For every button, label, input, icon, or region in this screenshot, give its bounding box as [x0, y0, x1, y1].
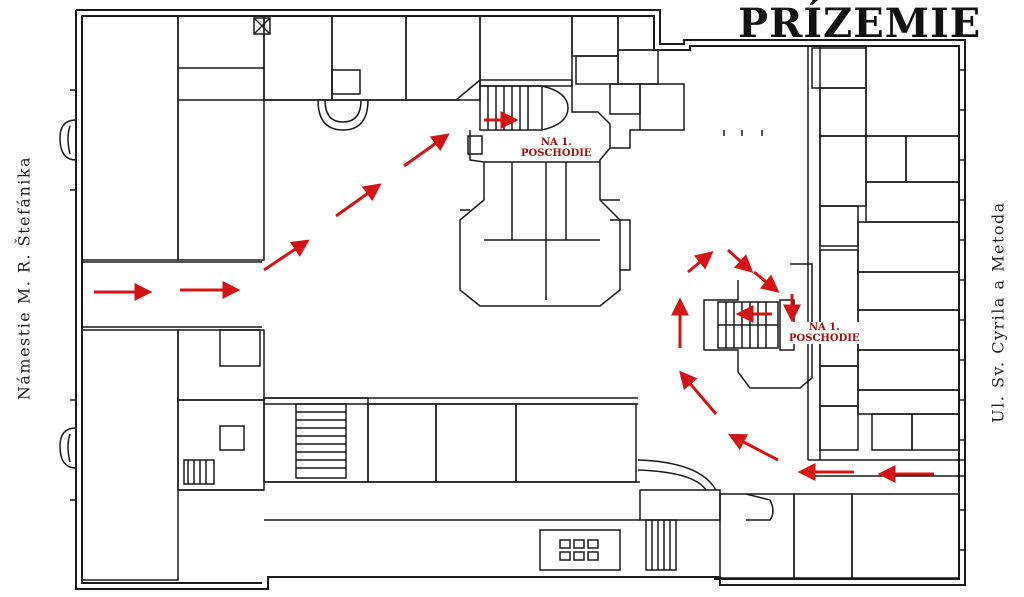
route-arrows	[94, 111, 934, 483]
stair-label-b: NA 1. POSCHODIE	[788, 322, 861, 344]
bottom-wing	[263, 397, 717, 571]
street-label-right: Ul. Sv. Cyrila a Metoda	[988, 201, 1008, 423]
stair-label-b-line2: POSCHODIE	[789, 333, 860, 344]
bay-windows-left	[59, 89, 77, 501]
left-wing	[81, 15, 265, 581]
route-arrow-13	[726, 248, 754, 274]
route-arrow-5	[403, 133, 450, 168]
stair-label-a-line2: POSCHODIE	[521, 148, 592, 159]
stair-label-b-line1: NA 1.	[808, 322, 840, 333]
route-arrow-3	[263, 239, 310, 272]
route-arrow-4	[335, 183, 382, 218]
stair-label-a-line1: NA 1.	[540, 137, 572, 148]
route-arrow-9	[728, 433, 779, 462]
route-arrow-14	[753, 270, 780, 293]
map-title: PRÍZEMIE	[738, 0, 982, 47]
central-block	[455, 79, 640, 307]
street-label-left: Námestie M. R. Štefánika	[14, 155, 34, 401]
route-arrow-12	[687, 251, 714, 274]
top-wing	[253, 15, 685, 131]
right-facade-windows	[723, 69, 966, 551]
route-arrow-10	[679, 370, 718, 415]
right-wing	[639, 45, 965, 579]
stair-label-a: NA 1. POSCHODIE	[520, 137, 593, 159]
